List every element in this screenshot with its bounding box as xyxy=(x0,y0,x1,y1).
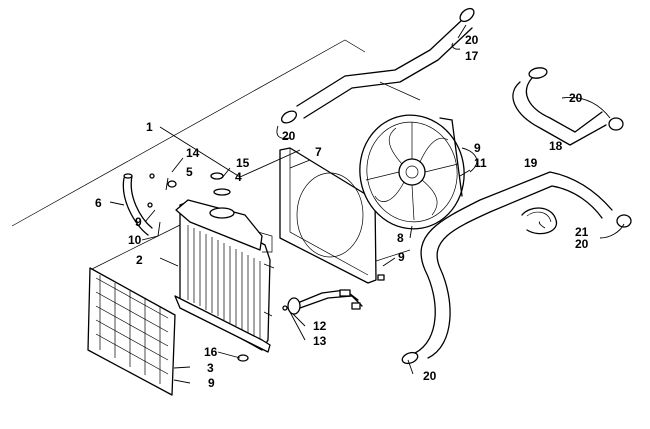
callout-8: 8 xyxy=(397,231,404,245)
callout-9-c: 9 xyxy=(398,250,405,264)
radiator-fins xyxy=(187,225,261,340)
callout-20-e: 20 xyxy=(423,369,437,383)
callout-12: 12 xyxy=(313,319,327,333)
callout-20-d: 20 xyxy=(575,237,589,251)
fan-shroud xyxy=(279,147,385,284)
fan-wiring xyxy=(282,289,363,315)
callout-13: 13 xyxy=(313,334,327,348)
callout-3: 3 xyxy=(207,361,214,375)
lower-hose xyxy=(401,171,632,365)
leader-lines xyxy=(109,24,625,384)
callout-18: 18 xyxy=(549,139,563,153)
hose-clamp xyxy=(521,207,558,235)
callout-9-b: 9 xyxy=(474,141,481,155)
callout-16: 16 xyxy=(204,345,218,359)
callout-15: 15 xyxy=(236,156,250,170)
bypass-hose xyxy=(512,67,624,146)
callout-21: 21 xyxy=(575,225,589,239)
overflow-hose xyxy=(122,172,224,236)
callout-2: 2 xyxy=(136,253,143,267)
callout-11: 11 xyxy=(474,156,487,170)
radiator xyxy=(174,188,275,362)
callouts: 1 2 3 4 5 6 7 8 9 9 9 9 10 11 12 13 14 1… xyxy=(95,33,589,390)
cooling-fan xyxy=(359,114,465,230)
assembly-bracket xyxy=(11,39,421,271)
callout-4: 4 xyxy=(235,170,242,184)
upper-hose xyxy=(280,7,475,124)
callout-20-b: 20 xyxy=(569,91,583,105)
callout-17: 17 xyxy=(465,49,479,63)
callout-14: 14 xyxy=(186,146,200,160)
callout-5: 5 xyxy=(186,165,193,179)
callout-6: 6 xyxy=(95,196,102,210)
callout-20-c: 20 xyxy=(282,129,296,143)
callout-9-d: 9 xyxy=(208,376,215,390)
callout-7: 7 xyxy=(315,145,322,159)
callout-1: 1 xyxy=(146,120,153,134)
radiator-screen xyxy=(87,267,176,396)
callout-9-a: 9 xyxy=(135,215,142,229)
callout-19: 19 xyxy=(524,156,538,170)
callout-10: 10 xyxy=(128,233,142,247)
callout-20-a: 20 xyxy=(465,33,479,47)
